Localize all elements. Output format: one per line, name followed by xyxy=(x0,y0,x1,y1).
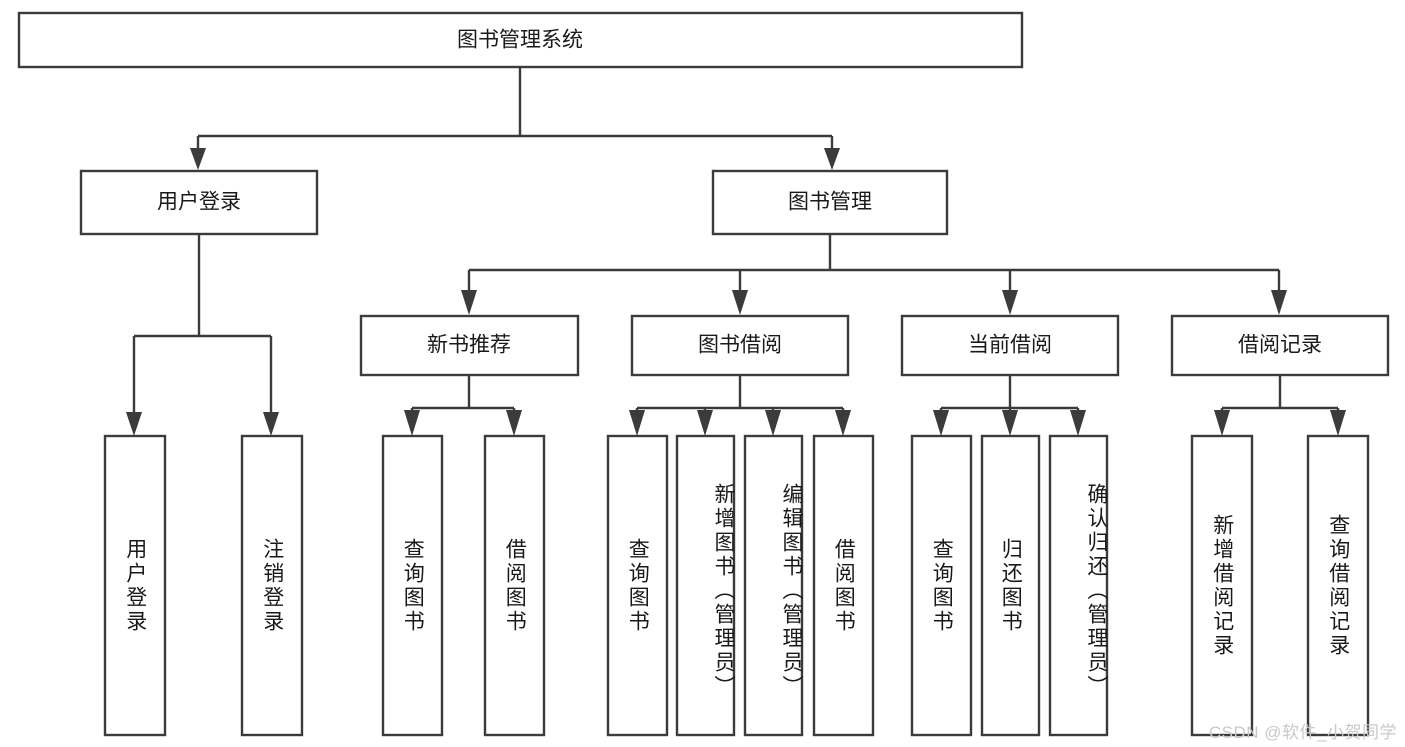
arrowhead-current-borrow xyxy=(1002,290,1018,315)
arrowhead-book-borrow-leaf-4 xyxy=(835,410,851,436)
leaf-box-user-login-2[interactable] xyxy=(240,434,304,737)
leaf-box-book-borrow-3[interactable] xyxy=(743,434,804,737)
node-book-management-label: 图书管理 xyxy=(788,191,872,214)
leaf-box-new-book-1[interactable] xyxy=(381,434,444,737)
node-borrow-records-box[interactable] xyxy=(1170,314,1390,377)
arrowhead-user-login xyxy=(190,148,206,170)
leaf-box-borrow-records-2[interactable] xyxy=(1306,434,1370,737)
node-new-book-recommend-box[interactable] xyxy=(359,314,580,377)
arrowhead-borrow-records xyxy=(1271,290,1287,315)
arrowhead-current-borrow-leaf-1 xyxy=(933,410,949,436)
node-book-borrow[interactable]: 图书借阅 xyxy=(630,314,850,377)
node-book-borrow-box[interactable] xyxy=(630,314,850,377)
node-new-book-recommend-label: 新书推荐 xyxy=(427,334,511,357)
arrowhead-new-book-leaf-1 xyxy=(404,410,420,436)
node-user-login[interactable]: 用户登录 xyxy=(79,169,319,236)
arrowhead-borrow-records-leaf-1 xyxy=(1214,410,1230,436)
node-book-borrow-label: 图书借阅 xyxy=(698,334,782,357)
node-user-login-label: 用户登录 xyxy=(157,191,241,214)
arrowhead-current-borrow-leaf-3 xyxy=(1070,410,1086,436)
arrowhead-new-book-leaf-2 xyxy=(506,410,522,436)
arrowhead-book-borrow-leaf-2 xyxy=(697,410,713,436)
arrowhead-book-borrow-leaf-1 xyxy=(629,410,645,436)
node-current-borrow[interactable]: 当前借阅 xyxy=(900,314,1120,377)
node-book-management[interactable]: 图书管理 xyxy=(711,169,949,236)
arrowhead-book-mgmt xyxy=(824,148,840,170)
leaf-box-new-book-2[interactable] xyxy=(483,434,546,737)
leaf-box-book-borrow-4[interactable] xyxy=(812,434,875,737)
arrowhead-leaf-user-login-1 xyxy=(126,412,142,436)
arrowhead-borrow-records-leaf-2 xyxy=(1330,410,1346,436)
leaf-box-current-borrow-2[interactable] xyxy=(980,434,1041,737)
arrowhead-book-borrow xyxy=(732,290,748,315)
arrowhead-book-borrow-leaf-3 xyxy=(765,410,781,436)
leaf-box-current-borrow-1[interactable] xyxy=(910,434,973,737)
csdn-watermark: CSDN @软件_小贺同学 xyxy=(1208,723,1397,742)
node-root-label: 图书管理系统 xyxy=(457,29,583,52)
node-root-box[interactable] xyxy=(17,11,1024,69)
arrowhead-current-borrow-leaf-2 xyxy=(1002,410,1018,436)
node-current-borrow-box[interactable] xyxy=(900,314,1120,377)
node-book-management-box[interactable] xyxy=(711,169,949,236)
node-new-book-recommend[interactable]: 新书推荐 xyxy=(359,314,580,377)
arrowhead-new-book xyxy=(461,290,477,315)
node-borrow-records-label: 借阅记录 xyxy=(1238,334,1322,357)
leaf-box-current-borrow-3[interactable] xyxy=(1048,434,1109,737)
node-current-borrow-label: 当前借阅 xyxy=(968,334,1052,357)
arrowhead-leaf-user-login-2 xyxy=(263,412,279,436)
leaf-box-book-borrow-2[interactable] xyxy=(675,434,736,737)
leaf-box-user-login-1[interactable] xyxy=(103,434,167,737)
node-root[interactable]: 图书管理系统 xyxy=(17,11,1024,69)
node-borrow-records[interactable]: 借阅记录 xyxy=(1170,314,1390,377)
leaf-box-book-borrow-1[interactable] xyxy=(606,434,669,737)
leaf-box-borrow-records-1[interactable] xyxy=(1190,434,1254,737)
